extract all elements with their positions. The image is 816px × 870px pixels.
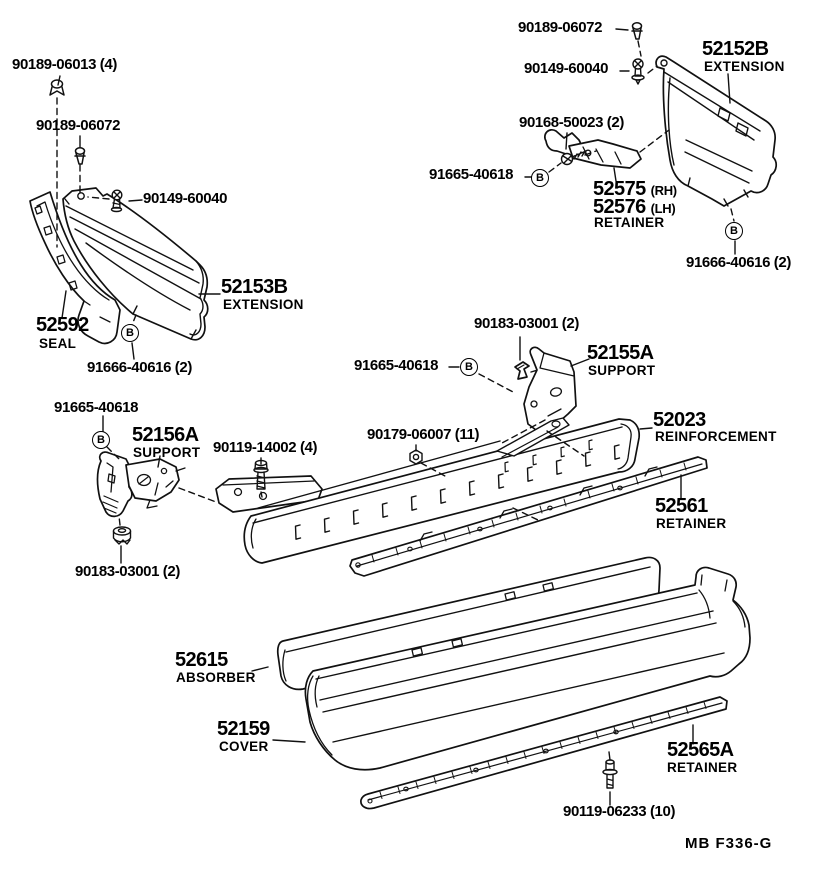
label-90149-60040-right: 90149-60040 (524, 60, 609, 77)
label-52565a: 52565A (667, 739, 734, 761)
b-marker-top-right: B (531, 169, 549, 187)
screw-90168-drawing (560, 150, 587, 166)
sublabel-52159-cover: COVER (219, 739, 269, 754)
label-91665-40618-left: 91665-40618 (54, 399, 139, 416)
sublabel-52156a-support: SUPPORT (133, 445, 201, 460)
b-marker-left-extension: B (121, 324, 139, 342)
label-90189-06013: 90189-06013 (4) (12, 56, 117, 73)
b-marker-right: B (725, 222, 743, 240)
retainer-strip-part-drawing (360, 696, 728, 810)
nut-90179-drawing (409, 449, 423, 465)
label-52575-side: (RH) (650, 183, 678, 198)
sublabel-52023-reinforcement: REINFORCEMENT (655, 429, 777, 444)
sublabel-52561-retainer: RETAINER (656, 516, 727, 531)
sublabel-52615-absorber: ABSORBER (176, 670, 256, 685)
label-52576-num: 52576 (593, 196, 646, 218)
label-90189-06072-right: 90189-06072 (518, 19, 603, 36)
label-90119-14002: 90119-14002 (4) (213, 439, 318, 456)
sublabel-52155a-support: SUPPORT (588, 363, 656, 378)
label-52561: 52561 (655, 495, 708, 517)
retainer-rhlh-part-drawing (544, 129, 642, 169)
sublabel-52592-seal: SEAL (39, 336, 77, 351)
sublabel-52152b-extension: EXTENSION (704, 59, 785, 74)
label-52023: 52023 (653, 409, 706, 431)
label-52156a: 52156A (132, 424, 199, 446)
label-91666-40616-left: 91666-40616 (2) (87, 359, 192, 376)
support-right-part-drawing (523, 346, 577, 442)
label-90179-06007: 90179-06007 (11) (367, 426, 480, 443)
extension-left-part-drawing (62, 187, 209, 341)
bolt-90119-06233-drawing (602, 759, 618, 789)
label-52152b: 52152B (702, 38, 769, 60)
nut-90183-left-drawing (112, 526, 132, 545)
retainer-bar-part-drawing (349, 456, 708, 577)
b-marker-left: B (92, 431, 110, 449)
reinforcement-part-drawing (215, 417, 641, 564)
label-52576-side: (LH) (650, 201, 676, 216)
label-90183-03001-mid: 90183-03001 (2) (474, 315, 579, 332)
label-52592: 52592 (36, 314, 89, 336)
sublabel-52575-retainer: RETAINER (594, 215, 665, 230)
label-52575: 52575 (RH) (593, 179, 677, 200)
b-marker-mid: B (460, 358, 478, 376)
clip-90189-06072-left-drawing (74, 147, 86, 165)
extension-right-part-drawing (655, 55, 777, 207)
label-91665-40618-top: 91665-40618 (429, 166, 514, 183)
diagram-code: MB F336-G (685, 835, 773, 852)
label-52155a: 52155A (587, 342, 654, 364)
clip-90183-mid-drawing (514, 361, 530, 380)
label-52575-num: 52575 (593, 178, 646, 200)
clip-90189-06072-right-drawing (631, 22, 643, 40)
label-91666-40616-right: 91666-40616 (2) (686, 254, 791, 271)
label-52153b: 52153B (221, 276, 288, 298)
label-90119-06233: 90119-06233 (10) (563, 803, 676, 820)
label-52615: 52615 (175, 649, 228, 671)
support-left-part-drawing (96, 451, 186, 518)
label-90149-60040-left: 90149-60040 (143, 190, 228, 207)
leader-lines (56, 28, 736, 806)
label-90168-50023: 90168-50023 (2) (519, 114, 624, 131)
label-90189-06072-left: 90189-06072 (36, 117, 121, 134)
label-91665-40618-mid: 91665-40618 (354, 357, 439, 374)
screw-90149-left-drawing (110, 189, 123, 213)
seal-part-drawing (29, 191, 121, 345)
sublabel-52565a-retainer: RETAINER (667, 760, 738, 775)
label-90183-03001-left: 90183-03001 (2) (75, 563, 180, 580)
screw-90149-right-drawing (631, 58, 645, 85)
sublabel-52153b-extension: EXTENSION (223, 297, 304, 312)
label-52159: 52159 (217, 718, 270, 740)
label-52576: 52576 (LH) (593, 196, 676, 218)
clip-90189-06013-drawing (49, 79, 65, 96)
cover-part-drawing (304, 566, 751, 771)
